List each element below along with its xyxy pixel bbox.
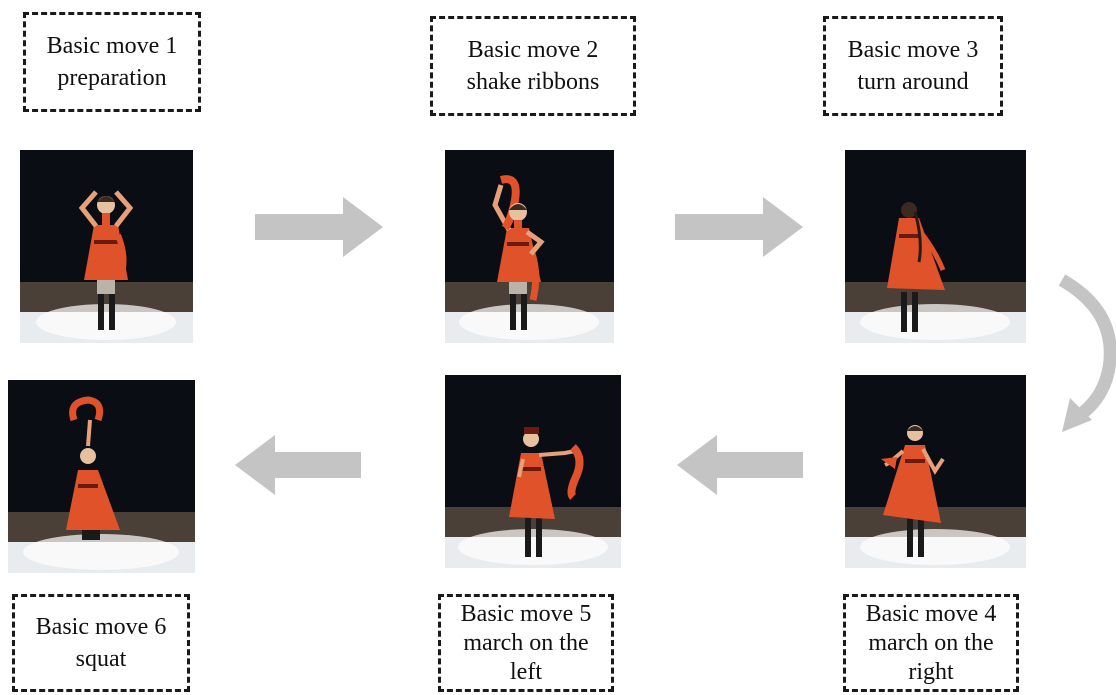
move-2-photo <box>445 150 614 343</box>
move-6-title: Basic move 6 <box>35 614 167 640</box>
curved-arrow-down-icon <box>1058 274 1116 432</box>
move-5-title: Basic move 5 <box>460 600 592 627</box>
move-3-subtitle: turn around <box>857 69 969 95</box>
move-1-subtitle: preparation <box>57 65 167 91</box>
move-2-title: Basic move 2 <box>467 37 599 63</box>
move-1-title: Basic move 1 <box>46 33 178 59</box>
move-4-subtitle: march on the right <box>868 629 994 685</box>
arrow-left-icon <box>235 435 361 495</box>
move-4-title: Basic move 4 <box>865 600 997 627</box>
move-5-label-box: Basic move 5 march on the left <box>438 594 614 692</box>
move-6-label-box: Basic move 6 squat <box>12 594 190 692</box>
move-1-photo <box>20 150 193 343</box>
arrow-right-icon <box>675 197 803 257</box>
arrow-right-icon <box>255 197 383 257</box>
move-4-photo <box>845 375 1026 568</box>
move-3-photo <box>845 150 1026 343</box>
move-5-photo <box>445 375 621 568</box>
move-6-subtitle: squat <box>75 646 127 672</box>
move-1-label-box: Basic move 1 preparation <box>23 12 201 112</box>
move-3-label-box: Basic move 3 turn around <box>823 16 1003 116</box>
move-2-subtitle: shake ribbons <box>466 69 600 95</box>
move-2-label-box: Basic move 2 shake ribbons <box>430 16 636 116</box>
move-5-subtitle: march on the left <box>463 629 589 685</box>
move-3-title: Basic move 3 <box>847 37 979 63</box>
move-6-photo <box>8 380 195 573</box>
arrow-left-icon <box>677 435 803 495</box>
move-4-label-box: Basic move 4 march on the right <box>843 594 1019 692</box>
